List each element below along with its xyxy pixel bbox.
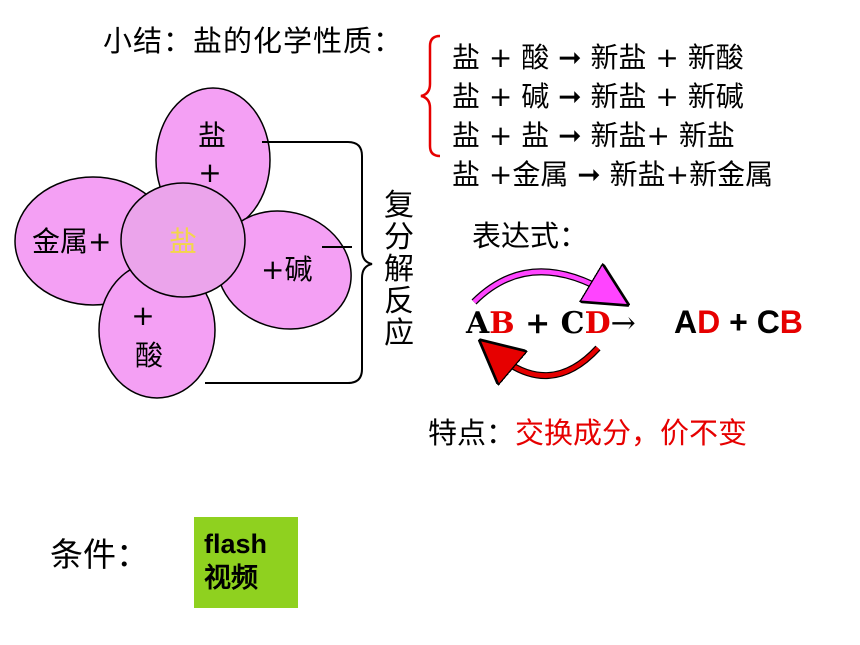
reaction-salt-metal: 盐 +金属 ➞ 新盐+新金属 xyxy=(452,158,774,191)
grouping-brace xyxy=(205,141,373,384)
flash-video-button[interactable]: flash 视频 xyxy=(194,517,298,608)
petal-center xyxy=(120,182,246,298)
reactions-list: 盐 + 酸 ➞ 新盐 + 新酸 盐 + 碱 ➞ 新盐 + 新碱 盐 + 盐 ➞ … xyxy=(452,38,773,194)
flower-top-line1: 盐 xyxy=(198,119,226,152)
flower-bottom-line1: + xyxy=(131,299,154,332)
expression-products: AD + CB xyxy=(674,304,803,340)
condition-label: 条件： xyxy=(50,535,149,574)
reactions-bracket xyxy=(420,34,441,158)
flash-button-line1: flash xyxy=(204,529,268,559)
exchange-arrows xyxy=(471,258,640,388)
characteristic: 特点：交换成分，价不变 xyxy=(428,410,747,452)
flower-right: +碱 xyxy=(261,253,312,286)
characteristic-value: 交换成分，价不变 xyxy=(515,416,748,450)
flash-button-line2: 视频 xyxy=(204,563,258,593)
expression-label: 表达式： xyxy=(472,219,589,253)
expression-reactants: AB + CD→ xyxy=(466,306,636,341)
reaction-salt-base: 盐 + 碱 ➞ 新盐 + 新碱 xyxy=(452,80,744,113)
flower-center: 盐 xyxy=(169,225,197,258)
reaction-salt-acid: 盐 + 酸 ➞ 新盐 + 新酸 xyxy=(452,41,744,74)
characteristic-label: 特点： xyxy=(428,416,516,450)
reaction-type-vertical: 复 分 解 反 应 xyxy=(384,188,414,351)
flower-left: 金属+ xyxy=(32,225,111,258)
page-title: 小结：盐的化学性质： xyxy=(103,24,404,58)
flower-top-line2: + xyxy=(198,156,221,189)
reaction-salt-salt: 盐 + 盐 ➞ 新盐+ 新盐 xyxy=(452,119,735,152)
flower-bottom-line2: 酸 xyxy=(135,339,163,372)
flower-diagram: 盐 + 金属+ 盐 +碱 + 酸 xyxy=(14,87,373,399)
